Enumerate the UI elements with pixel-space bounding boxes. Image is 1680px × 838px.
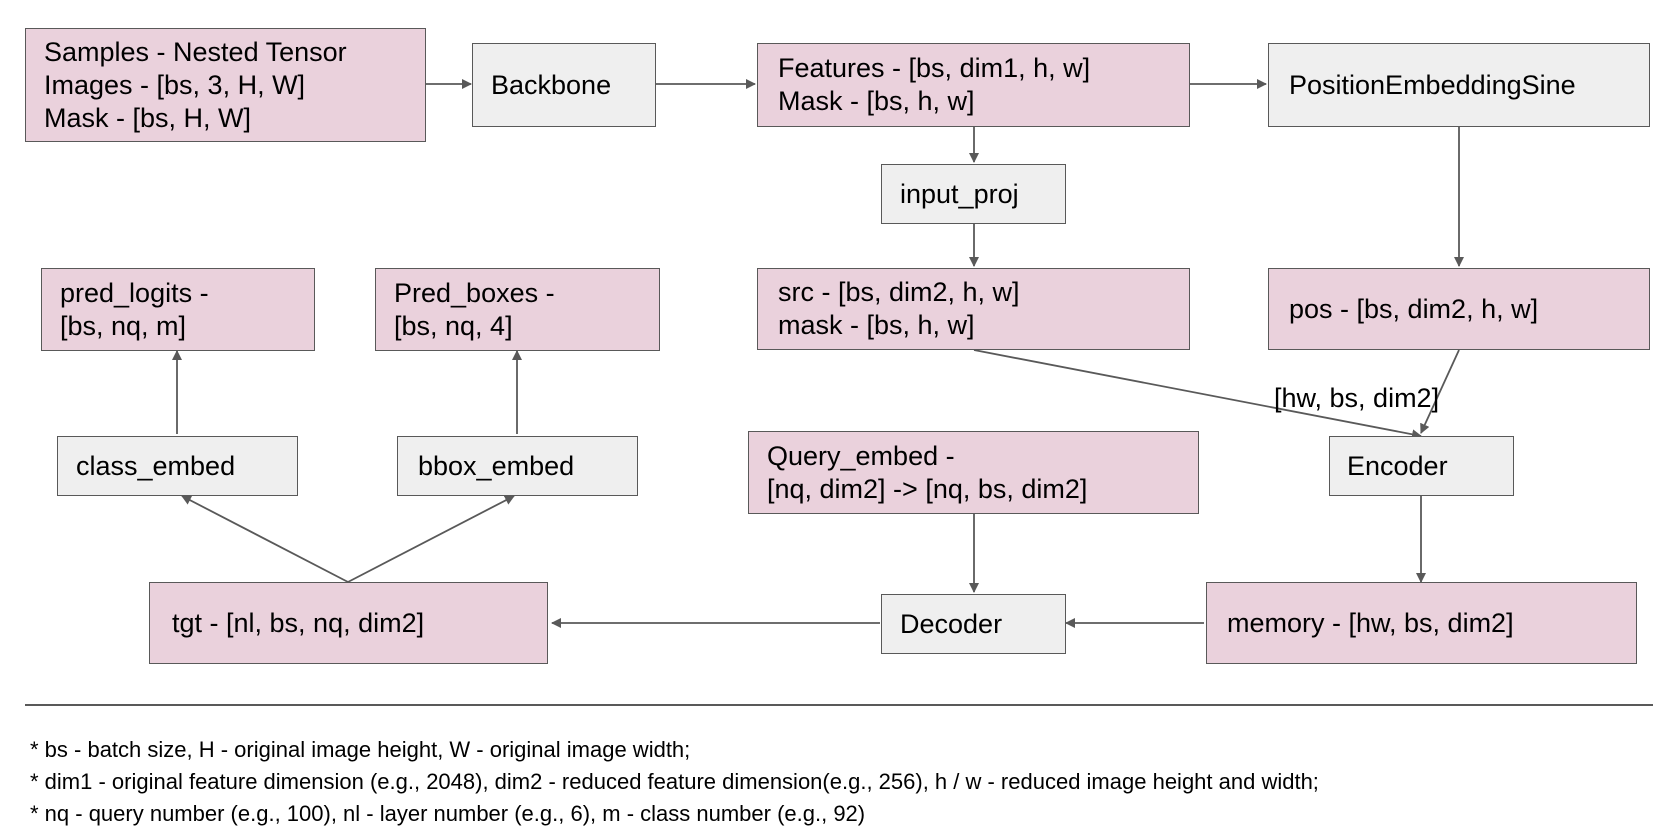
- pred-boxes-line-1: Pred_boxes -: [394, 277, 555, 308]
- legend: * bs - batch size, H - original image he…: [30, 734, 1319, 830]
- arrow-tgt-to-class-embed: [181, 495, 349, 583]
- memory-box: memory - [hw, bs, dim2]: [1206, 582, 1637, 664]
- backbone-box: Backbone: [472, 43, 656, 127]
- pos-box: pos - [bs, dim2, h, w]: [1268, 268, 1650, 350]
- pred-boxes-line-2: [bs, nq, 4]: [394, 310, 513, 341]
- samples-box: Samples - Nested Tensor Images - [bs, 3,…: [25, 28, 426, 142]
- features-line-1: Features - [bs, dim1, h, w]: [778, 53, 1091, 83]
- decoder-label: Decoder: [900, 608, 1003, 639]
- src-line-2: mask - [bs, h, w]: [778, 310, 975, 340]
- legend-line-2: * dim1 - original feature dimension (e.g…: [30, 769, 1319, 794]
- tgt-box: tgt - [nl, bs, nq, dim2]: [149, 582, 548, 664]
- arrow-tgt-to-bbox-embed: [347, 495, 515, 583]
- position-embedding-box: PositionEmbeddingSine: [1268, 43, 1650, 127]
- legend-line-3: * nq - query number (e.g., 100), nl - la…: [30, 801, 866, 826]
- arrow-pos-to-encoder: [1420, 349, 1460, 434]
- samples-line-3: Mask - [bs, H, W]: [44, 102, 252, 133]
- query-embed-line-2: [nq, dim2] -> [nq, bs, dim2]: [767, 473, 1088, 504]
- legend-divider: [25, 704, 1653, 706]
- bbox-embed-box: bbox_embed: [397, 436, 638, 496]
- encoder-label: Encoder: [1347, 450, 1448, 481]
- src-box: src - [bs, dim2, h, w] mask - [bs, h, w]: [757, 268, 1190, 350]
- memory-label: memory - [hw, bs, dim2]: [1227, 607, 1514, 638]
- input-proj-box: input_proj: [881, 164, 1066, 224]
- class-embed-box: class_embed: [57, 436, 298, 496]
- pos-to-encoder-shape-label: [hw, bs, dim2]: [1274, 383, 1440, 413]
- src-line-1: src - [bs, dim2, h, w]: [778, 277, 1020, 307]
- features-line-2: Mask - [bs, h, w]: [778, 86, 975, 116]
- pred-logits-line-1: pred_logits -: [60, 277, 209, 308]
- pred-boxes-box: Pred_boxes - [bs, nq, 4]: [375, 268, 660, 351]
- pred-logits-box: pred_logits - [bs, nq, m]: [41, 268, 315, 351]
- samples-line-1: Samples - Nested Tensor: [44, 36, 347, 67]
- encoder-box: Encoder: [1329, 436, 1514, 496]
- bbox-embed-label: bbox_embed: [418, 450, 575, 481]
- query-embed-box: Query_embed - [nq, dim2] -> [nq, bs, dim…: [748, 431, 1199, 514]
- samples-line-2: Images - [bs, 3, H, W]: [44, 69, 306, 100]
- decoder-box: Decoder: [881, 594, 1066, 654]
- backbone-label: Backbone: [491, 69, 612, 100]
- input-proj-label: input_proj: [900, 178, 1019, 209]
- class-embed-label: class_embed: [76, 450, 236, 481]
- pred-logits-line-2: [bs, nq, m]: [60, 310, 187, 341]
- pos-label: pos - [bs, dim2, h, w]: [1289, 293, 1539, 324]
- position-embedding-label: PositionEmbeddingSine: [1289, 69, 1576, 100]
- tgt-label: tgt - [nl, bs, nq, dim2]: [172, 607, 425, 638]
- legend-line-1: * bs - batch size, H - original image he…: [30, 737, 691, 762]
- arrow-src-to-encoder: [973, 349, 1422, 440]
- query-embed-line-1: Query_embed -: [767, 440, 955, 471]
- features-box: Features - [bs, dim1, h, w] Mask - [bs, …: [757, 43, 1190, 127]
